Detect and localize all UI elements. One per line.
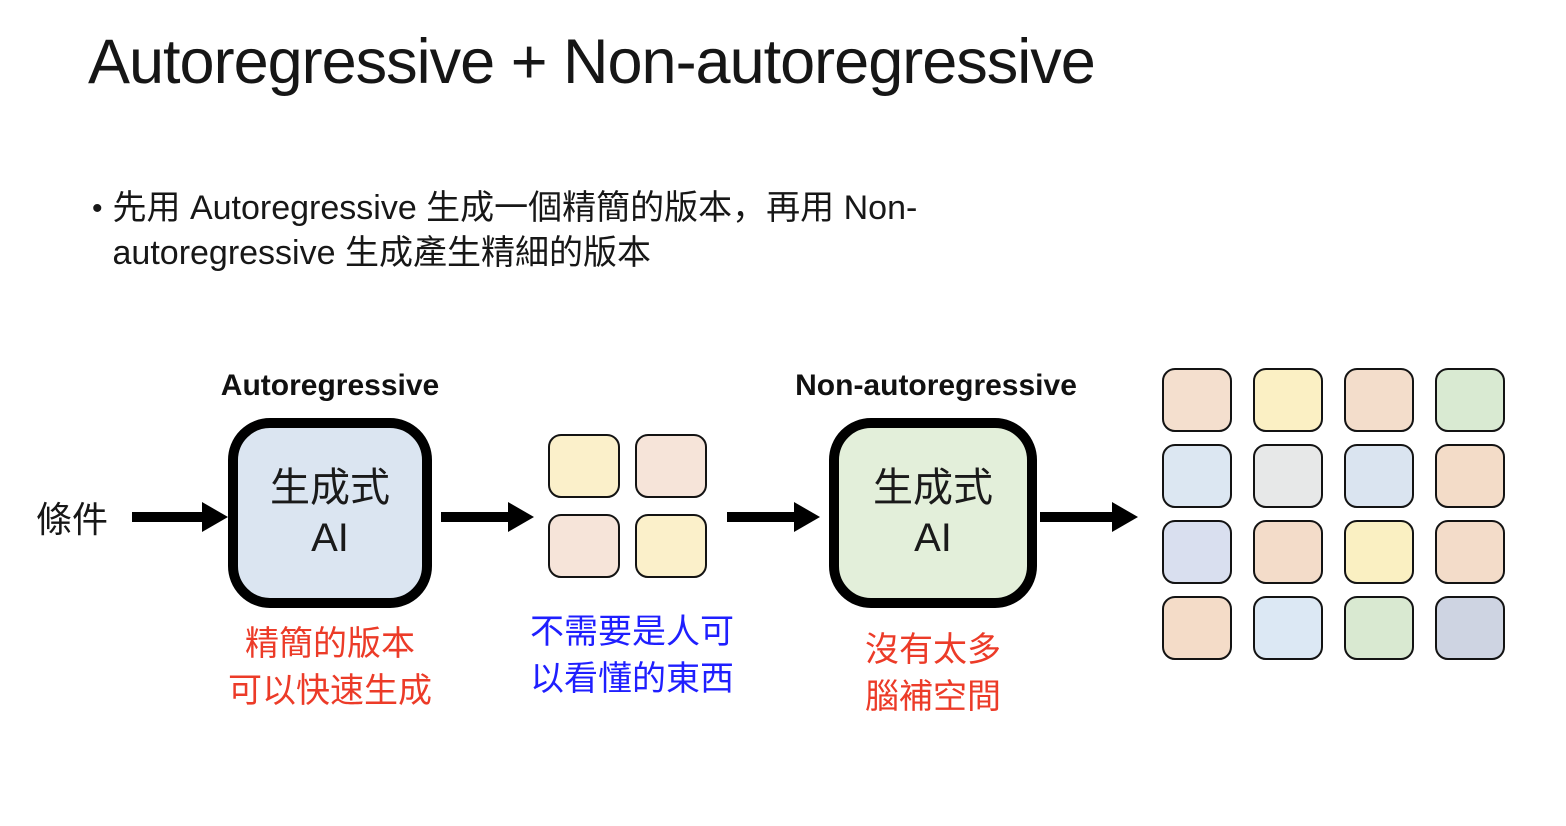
input-condition-label: 條件	[36, 499, 109, 540]
stage2-caption: 沒有太多 腦補空間	[803, 627, 1063, 721]
arrow-right-icon	[727, 502, 820, 532]
grid-cell	[1162, 596, 1232, 660]
grid-cell	[1344, 596, 1414, 660]
stage1-caption: 精簡的版本 可以快速生成	[200, 621, 460, 715]
caption-line: 腦補空間	[865, 678, 1001, 716]
grid-cell	[1253, 368, 1323, 432]
grid-cell	[635, 434, 707, 498]
bullet-text: 先用 Autoregressive 生成一個精簡的版本，再用 Non- auto…	[113, 186, 918, 276]
grid-cell	[548, 434, 620, 498]
grid-cell	[1435, 444, 1505, 508]
grid-cell	[635, 514, 707, 578]
gen-box-text-line-1: 生成式	[873, 466, 993, 510]
gen-box-text-line-2: AI	[311, 516, 349, 560]
slide-title: Autoregressive + Non-autoregressive	[88, 27, 1096, 97]
bullet-marker: •	[92, 192, 103, 225]
stage2-label: Non-autoregressive	[795, 369, 1077, 402]
arrow-right-icon	[441, 502, 534, 532]
grid-cell	[1253, 520, 1323, 584]
grid-cell	[1162, 444, 1232, 508]
caption-line: 沒有太多	[865, 631, 1001, 669]
caption-line: 不需要是人可	[530, 613, 734, 651]
grid-cell	[1435, 368, 1505, 432]
grid-cell	[1162, 520, 1232, 584]
caption-line: 可以快速生成	[228, 672, 432, 710]
bullet-item: • 先用 Autoregressive 生成一個精簡的版本，再用 Non- au…	[92, 186, 917, 276]
arrow-right-icon	[1040, 502, 1138, 532]
generative-ai-box-autoregressive: 生成式 AI	[228, 418, 432, 608]
grid-cell	[1344, 444, 1414, 508]
stage1-label: Autoregressive	[220, 369, 440, 402]
fine-token-grid	[1162, 368, 1505, 660]
gen-box-text-line-1: 生成式	[270, 466, 390, 510]
coarse-token-grid	[548, 434, 707, 578]
grid-cell	[1253, 596, 1323, 660]
caption-line: 精簡的版本	[245, 625, 415, 663]
grid-cell	[1253, 444, 1323, 508]
generative-ai-box-non-autoregressive: 生成式 AI	[829, 418, 1037, 608]
grid-cell	[1344, 368, 1414, 432]
bullet-line-2: autoregressive 生成產生精細的版本	[112, 234, 651, 272]
bullet-line-1: 先用 Autoregressive 生成一個精簡的版本，再用 Non-	[112, 189, 918, 227]
grid-cell	[1435, 520, 1505, 584]
grid-cell	[1162, 368, 1232, 432]
grid-cell	[1344, 520, 1414, 584]
caption-line: 以看懂的東西	[530, 660, 734, 698]
gen-box-text-line-2: AI	[914, 516, 952, 560]
grid-cell	[1435, 596, 1505, 660]
grid-cell	[548, 514, 620, 578]
intermediate-caption: 不需要是人可 以看懂的東西	[492, 609, 772, 703]
arrow-right-icon	[132, 502, 228, 532]
